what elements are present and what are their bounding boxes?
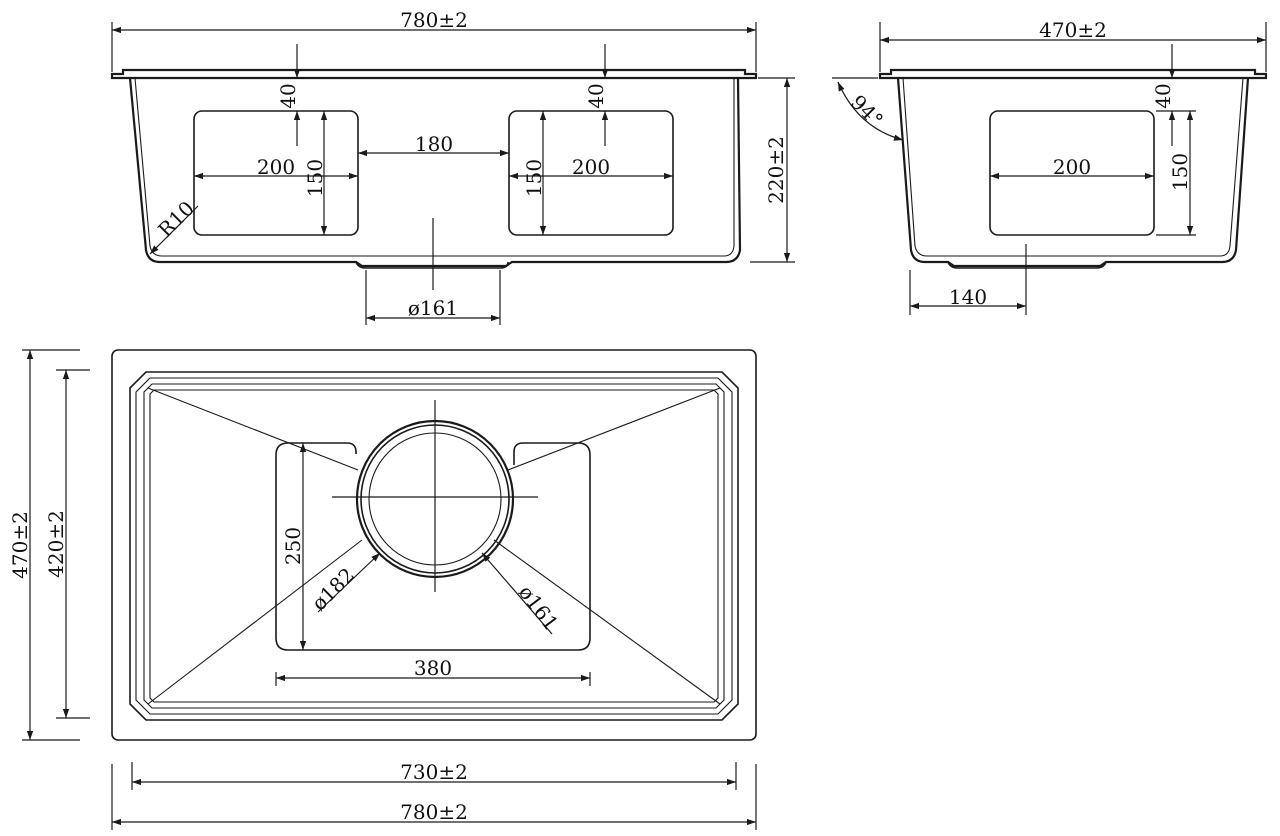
top-outer-flange	[111, 349, 757, 741]
side-view: 470±2 94° 40 200 150 140	[832, 18, 1268, 315]
top-view: 250 ø182 ø161 380 470±2 420±2 730±2 780±…	[8, 349, 757, 830]
label-top-outer-ring-diameter: ø182	[307, 563, 359, 615]
side-bowl-body	[896, 77, 1250, 268]
label-front-top-offset-left: 40	[276, 83, 300, 108]
label-side-drain-offset: 140	[949, 285, 987, 309]
label-top-inner-depth: 420±2	[44, 510, 68, 578]
label-side-basket-height: 150	[1168, 153, 1192, 191]
label-side-basket-width: 200	[1053, 155, 1091, 179]
label-side-depth: 470±2	[1039, 18, 1107, 42]
label-front-basket-gap: 180	[415, 132, 453, 156]
top-basket-outline	[275, 442, 591, 651]
label-top-inner-ring-diameter: ø161	[514, 581, 563, 636]
label-side-top-offset: 40	[1151, 83, 1175, 108]
front-view: 780±2 40 40 200 200 150 150 180 R10 220±…	[110, 8, 795, 325]
label-front-basket-height-left: 150	[303, 159, 327, 197]
label-front-width: 780±2	[400, 8, 468, 32]
top-bowl-rim	[129, 371, 739, 721]
label-front-top-offset-right: 40	[584, 83, 608, 108]
label-top-outer-depth: 470±2	[8, 511, 32, 579]
label-side-wall-angle: 94°	[846, 90, 888, 132]
label-top-inner-width: 730±2	[400, 760, 468, 784]
label-front-basket-height-right: 150	[522, 159, 546, 197]
label-front-basket-width-right: 200	[572, 155, 610, 179]
label-front-height: 220±2	[764, 136, 788, 204]
label-top-outer-width: 780±2	[400, 800, 468, 824]
label-front-corner-radius: R10	[153, 196, 199, 242]
label-top-basket-depth: 250	[281, 527, 305, 565]
label-front-basket-width-left: 200	[257, 155, 295, 179]
front-flange	[110, 68, 758, 80]
side-flange	[878, 68, 1268, 80]
label-front-drain-diameter: ø161	[408, 296, 458, 320]
label-top-basket-length: 380	[414, 656, 452, 680]
front-bowl-body	[128, 77, 742, 268]
